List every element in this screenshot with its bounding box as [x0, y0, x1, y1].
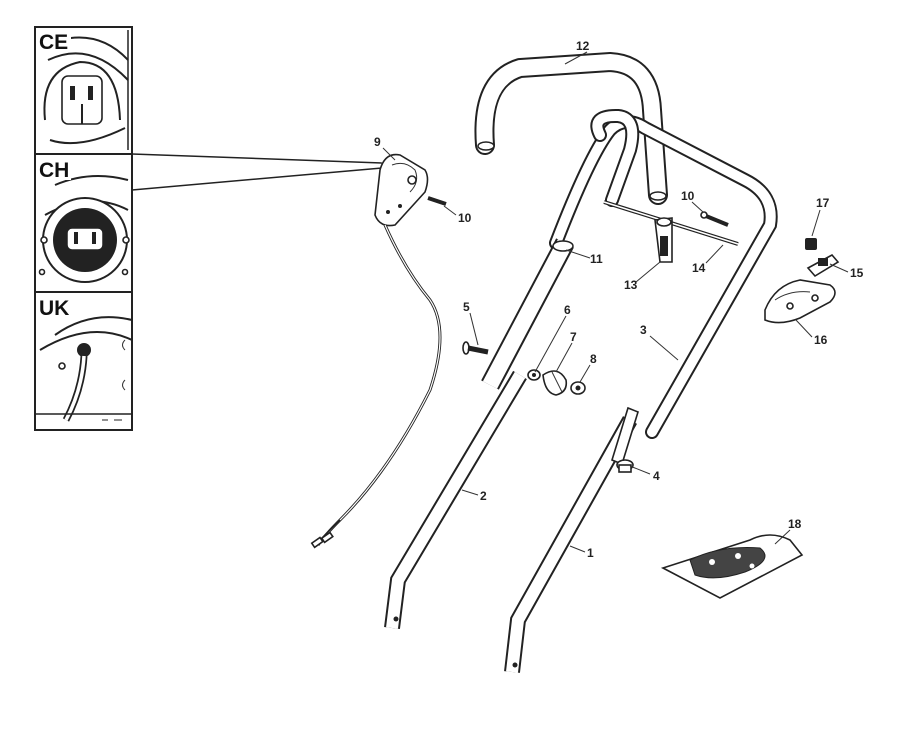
uk-plug-inset — [35, 316, 133, 422]
callout-12: 12 — [576, 39, 590, 53]
callout-6: 6 — [564, 303, 571, 317]
callout-11: 11 — [590, 252, 603, 266]
callout-8: 8 — [590, 352, 597, 366]
callout-16: 16 — [814, 333, 828, 347]
callout-17: 17 — [816, 196, 830, 210]
ce-plug-inset — [43, 30, 129, 150]
cable-guide-16 — [764, 279, 836, 324]
knob-4 — [616, 459, 634, 473]
callout-14: 14 — [692, 261, 706, 275]
bolt-5 — [462, 341, 489, 355]
callout-4: 4 — [653, 469, 660, 483]
ch-plug-inset — [38, 175, 130, 283]
washer-6 — [527, 369, 541, 381]
callout-1: 1 — [587, 546, 594, 560]
inset-label-ce: CE — [39, 31, 68, 54]
knob-7 — [542, 370, 568, 396]
callout-10-left: 10 — [458, 211, 472, 225]
callout-5: 5 — [463, 300, 470, 314]
callout-numbers: 12 9 10 10 11 13 14 17 15 16 5 6 7 8 3 4… — [374, 39, 864, 560]
switch-box-9 — [374, 153, 429, 227]
inset-label-uk: UK — [39, 297, 69, 320]
lever-13 — [654, 217, 673, 263]
spring-17 — [805, 238, 817, 250]
inset-connector-line — [131, 153, 383, 164]
callout-3: 3 — [640, 323, 647, 337]
callout-15: 15 — [850, 266, 864, 280]
callout-10-right: 10 — [681, 189, 695, 203]
clip-15 — [806, 253, 840, 278]
power-cable — [316, 224, 442, 546]
inset-labels: CE CH UK — [37, 29, 71, 320]
inset-connector-line — [131, 167, 383, 191]
lower-tube-1 — [504, 406, 639, 673]
upper-frame-bar — [549, 108, 778, 439]
callout-7: 7 — [570, 330, 577, 344]
upper-handle-12 — [474, 51, 668, 205]
upper-tube-left-11 — [481, 238, 574, 390]
callout-13: 13 — [624, 278, 638, 292]
pin-10-right — [700, 211, 729, 227]
callout-18: 18 — [788, 517, 802, 531]
hardware-bag-18 — [660, 534, 804, 599]
screw-10-left — [427, 196, 447, 206]
leader-lines — [382, 51, 849, 553]
nut-8 — [570, 381, 586, 395]
callout-9: 9 — [374, 135, 381, 149]
lower-tube-2 — [384, 370, 527, 629]
plug-inset-group — [34, 26, 133, 431]
inset-label-ch: CH — [39, 159, 69, 182]
callout-2: 2 — [480, 489, 487, 503]
